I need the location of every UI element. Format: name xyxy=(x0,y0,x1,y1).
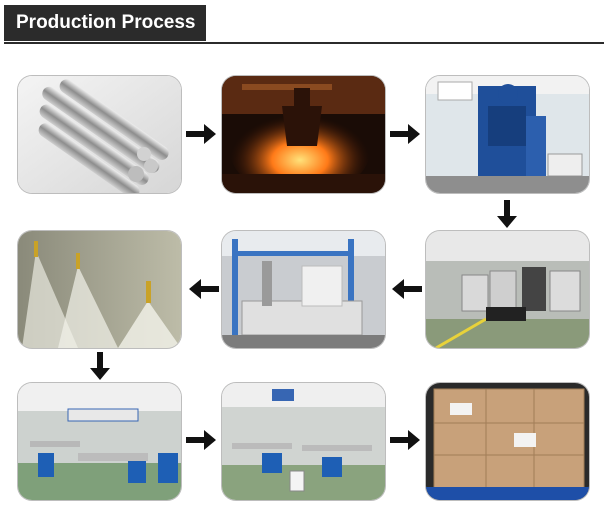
assembly-workshop-photo xyxy=(18,383,181,500)
step-9-packaged-shipment-image xyxy=(426,383,589,500)
step-1-raw-steel-bars-image xyxy=(18,76,181,193)
plating-line-photo xyxy=(222,231,385,348)
arrow-down-icon xyxy=(90,352,110,380)
step-5-plating-line-image xyxy=(222,231,385,348)
step-2-casting-image xyxy=(222,76,385,193)
spray-nozzles-photo xyxy=(18,231,181,348)
step-4-cnc-machining-image xyxy=(426,231,589,348)
step-3-shot-blasting-image xyxy=(426,76,589,193)
shot-blasting-machine-photo xyxy=(426,76,589,193)
foundry-furnace-photo xyxy=(222,76,385,193)
arrow-right-icon xyxy=(186,124,216,144)
section-title: Production Process xyxy=(4,5,206,41)
pallet-cartons-photo xyxy=(426,383,589,500)
packing-workshop-photo xyxy=(222,383,385,500)
arrow-left-icon xyxy=(392,279,422,299)
step-7-assembly-image xyxy=(18,383,181,500)
step-6-spray-nozzles-image xyxy=(18,231,181,348)
steel-bars-photo xyxy=(18,76,181,193)
section-title-text: Production Process xyxy=(16,12,196,33)
arrow-right-icon xyxy=(186,430,216,450)
step-8-inspection-packing-image xyxy=(222,383,385,500)
cnc-workshop-photo xyxy=(426,231,589,348)
arrow-down-icon xyxy=(497,200,517,228)
arrow-left-icon xyxy=(189,279,219,299)
arrow-right-icon xyxy=(390,430,420,450)
arrow-right-icon xyxy=(390,124,420,144)
header-underline xyxy=(4,42,604,44)
